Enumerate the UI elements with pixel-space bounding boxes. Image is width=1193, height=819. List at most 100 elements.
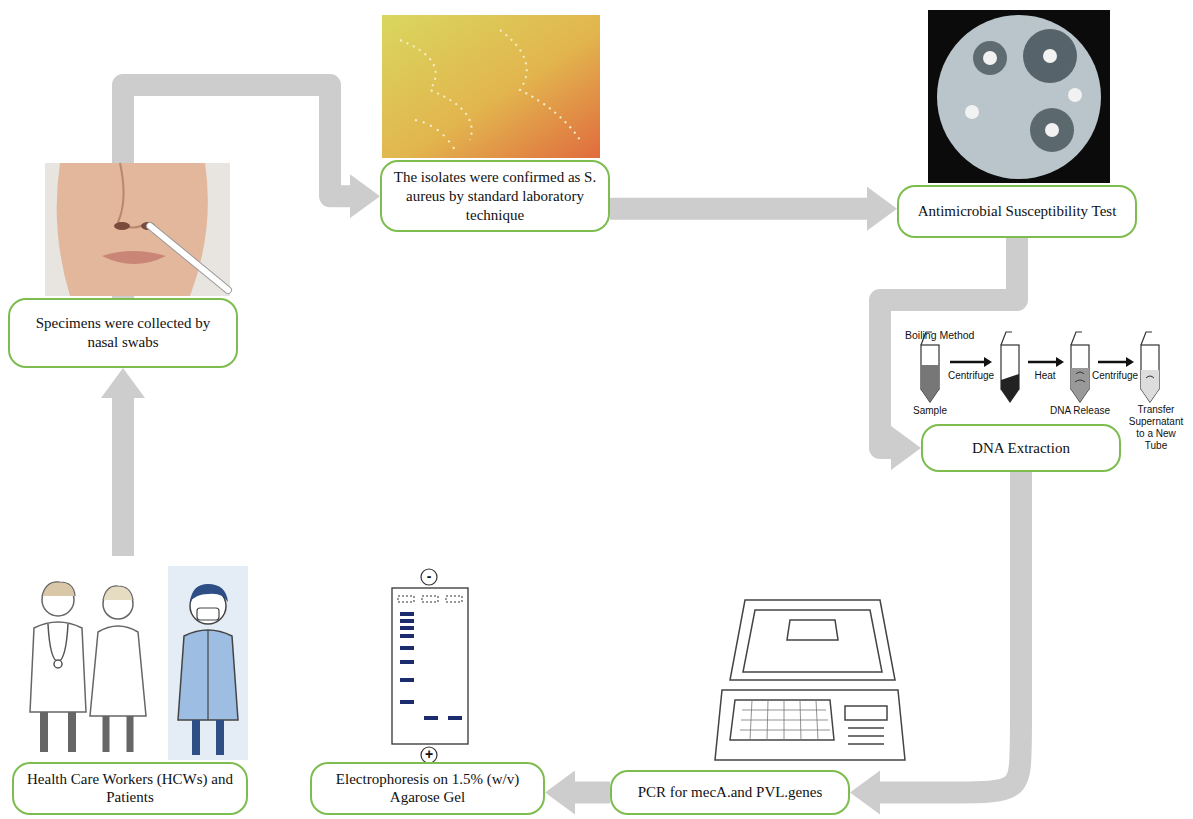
thermocycler-drawing-part-part [750,700,818,740]
step-text: Antimicrobial Susceptibility Test [918,202,1117,221]
hcw-illustration-part [48,624,68,662]
agarose-gel-drawing-part-part [400,646,414,650]
flow-arrow [880,238,1017,448]
nasal-swab-photo-part [150,226,228,290]
agarose-gel-drawing-part-part [400,678,414,682]
thermocycler-drawing-part [712,598,908,766]
agar-plate-photo-part [400,30,580,140]
disk-diffusion-photo-part [1023,29,1077,83]
hcw-illustration-part [196,720,220,755]
thermocycler-drawing-part [848,728,884,744]
electrode-sign: - [421,568,437,584]
step-note: Centrifuge [1088,370,1142,382]
nasal-swab-photo-part [57,163,208,296]
thermocycler-drawing-part [743,610,882,672]
dna-extraction-tubes-part [1056,357,1064,367]
dna-extraction-tubes-part-part [1075,372,1085,382]
dna-extraction-tubes-part-part [1001,374,1019,402]
agar-plate-photo [382,15,600,158]
hcw-illustration-part [190,584,228,602]
hcw-illustration-part [54,660,62,668]
electrode-sign: + [421,746,437,762]
dna-extraction-tubes-part [1126,357,1134,367]
agarose-gel-drawing-part [421,747,437,763]
flow-arrow [575,782,610,804]
agarose-gel-drawing-part-part [400,700,414,704]
dna-extraction-tubes-part [1001,332,1019,402]
dna-extraction-tubes-part [1098,361,1126,364]
agarose-gel-drawing-part-part [400,660,414,664]
step-note: DNA Release [1045,405,1115,417]
step-box: PCR for mecA.and PVL.genes [610,770,850,815]
nasal-swab-photo [45,163,230,296]
step-text: Electrophoresis on 1.5% (w/v) Agarose Ge… [322,770,533,808]
agarose-gel-drawing-part [392,588,468,744]
agarose-gel-drawing-part-part [424,716,438,720]
agarose-gel-drawing-part [400,612,462,720]
thermocycler-drawing [712,598,908,766]
disk-diffusion-photo-part [973,41,1007,75]
nasal-swab-photo-part [118,163,146,228]
agarose-gel-drawing-part-part [400,619,414,623]
disk-diffusion-photo-part [965,105,979,119]
hcw-illustration-part [207,630,208,720]
disk-diffusion-photo-part [983,51,997,65]
flow-arrow [610,198,867,220]
disk-diffusion-photo [928,10,1110,183]
disk-diffusion-photo-part [1068,88,1082,102]
thermocycler-drawing-part [787,620,838,640]
disk-diffusion-photo-part [1030,108,1074,152]
hcw-illustration [12,556,248,764]
dna-extraction-tubes-part [1071,332,1089,402]
hcw-illustration-part [90,626,146,716]
step-box: Antimicrobial Susceptibility Test [897,185,1137,238]
dna-extraction-tubes-part-part [1071,332,1082,345]
dna-extraction-tubes [921,332,1159,402]
thermocycler-drawing-part [740,700,830,740]
step-note: Transfer Supernatant to a New Tube [1124,404,1188,452]
hcw-illustration-part [168,566,248,760]
step-box: DNA Extraction [921,424,1121,472]
agarose-gel-drawing-part-part [400,612,414,616]
agarose-gel-drawing-part-part [400,634,414,638]
nasal-swab-photo-part [102,251,166,264]
disk-diffusion-photo-part [1045,123,1059,137]
step-text: Specimens were collected by nasal swabs [20,314,226,352]
dna-extraction-tubes-part [984,357,992,367]
agarose-gel-drawing-part [380,560,480,764]
step-text: DNA Extraction [972,439,1070,458]
hcw-illustration-part [106,716,130,752]
dna-extraction-tubes-part-part [1071,368,1089,402]
agar-plate-photo-part [415,120,455,150]
step-note: Centrifuge [943,370,999,382]
agarose-gel-drawing-part [398,596,462,602]
hcw-illustration-part [197,608,219,620]
connector-group [123,85,1021,793]
dna-extraction-tubes-part-part [1141,370,1159,402]
dna-extraction-tubes-part-part [1146,376,1154,378]
thermocycler-drawing-part [845,706,887,720]
dna-extraction-tubes-part-part [1141,332,1152,345]
hcw-illustration-part [30,622,86,712]
step-note: Heat [1025,370,1065,382]
step-text: The isolates were confirmed as S. aureus… [392,168,598,224]
step-box: The isolates were confirmed as S. aureus… [380,160,610,232]
agarose-gel-drawing-part-part [448,716,462,720]
dna-extraction-tubes-part-part [1001,332,1012,345]
step-box: Health Care Workers (HCWs) and Patients [12,762,248,816]
step-note: Boiling Method [905,329,995,342]
agar-plate-photo-part [382,15,600,158]
nasal-swab-photo-part [150,226,228,290]
dna-extraction-tubes-part [921,332,939,402]
dna-extraction-tubes-part [1028,361,1056,364]
disk-diffusion-photo-part [1043,49,1057,63]
step-text: Health Care Workers (HCWs) and Patients [24,770,236,808]
thermocycler-drawing-part [730,700,834,740]
nasal-swab-photo-part [114,222,130,230]
nasal-swab-photo-part [45,163,230,296]
step-note: Sample [905,405,955,417]
hcw-illustration-part [12,556,248,764]
agarose-gel-drawing-part [421,569,437,585]
